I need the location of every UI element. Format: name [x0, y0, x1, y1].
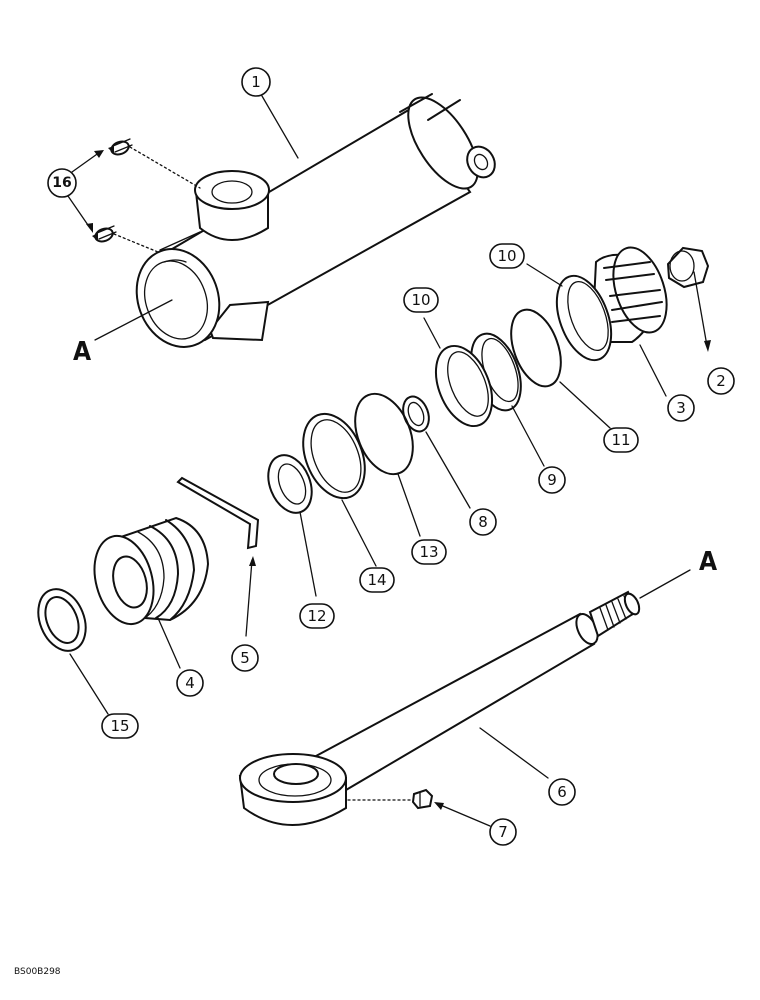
callouts: 1 2 3 4 5 6 7 8 — [47, 67, 735, 846]
svg-text:16: 16 — [52, 175, 71, 191]
callout-14: 14 — [359, 567, 395, 593]
part-15-wiper-seal — [37, 588, 109, 715]
svg-text:10: 10 — [411, 291, 430, 309]
callout-10-upper: 10 — [489, 243, 525, 269]
callout-13: 13 — [411, 539, 447, 565]
callout-16: 16 — [47, 168, 77, 198]
part-11-o-ring — [510, 308, 611, 429]
reference-a-top: A — [73, 299, 173, 367]
fitting-upper — [108, 138, 133, 156]
svg-text:9: 9 — [547, 471, 557, 489]
reference-letter-a-bottom: A — [699, 547, 717, 577]
reference-a-bottom: A — [699, 547, 717, 577]
part-10-ring-upper — [526, 263, 613, 362]
figure-code: BS00B298 — [14, 967, 61, 977]
callout-6: 6 — [548, 778, 576, 806]
svg-text:14: 14 — [367, 571, 386, 589]
part-12-wiper — [267, 454, 317, 597]
part-6-piston-rod — [238, 569, 691, 826]
callout-7: 7 — [489, 818, 517, 846]
callout-1: 1 — [241, 67, 299, 159]
svg-text:3: 3 — [676, 399, 686, 417]
svg-text:1: 1 — [251, 73, 261, 91]
svg-text:11: 11 — [611, 431, 630, 449]
part-16-fittings — [67, 138, 201, 253]
callout-4: 4 — [176, 669, 204, 697]
part-5-key-wire — [176, 476, 260, 637]
part-10-ring-lower — [423, 317, 494, 428]
part-7-grease-fitting — [347, 788, 491, 827]
callout-15: 15 — [101, 713, 139, 739]
svg-text:15: 15 — [110, 717, 129, 735]
callout-9: 9 — [538, 466, 566, 494]
reference-letter-a-top: A — [73, 337, 91, 367]
callout-11: 11 — [603, 427, 639, 453]
part-1-cylinder-barrel — [135, 93, 496, 348]
callout-8: 8 — [469, 508, 497, 536]
part-2-nut — [666, 246, 711, 352]
svg-text:5: 5 — [240, 649, 250, 667]
svg-text:13: 13 — [419, 543, 438, 561]
svg-text:4: 4 — [185, 674, 195, 692]
callout-2: 2 — [707, 367, 735, 395]
callout-5: 5 — [231, 644, 259, 672]
svg-text:7: 7 — [498, 823, 508, 841]
part-4-gland — [93, 516, 210, 669]
svg-text:12: 12 — [307, 607, 326, 625]
svg-text:6: 6 — [557, 783, 567, 801]
callout-12: 12 — [299, 603, 335, 629]
part-14-ring — [302, 412, 377, 567]
fitting-lower — [92, 225, 117, 243]
svg-text:8: 8 — [478, 513, 488, 531]
callout-3: 3 — [667, 394, 695, 422]
svg-text:2: 2 — [716, 372, 726, 390]
svg-text:10: 10 — [497, 247, 516, 265]
callout-10-lower: 10 — [403, 287, 439, 313]
